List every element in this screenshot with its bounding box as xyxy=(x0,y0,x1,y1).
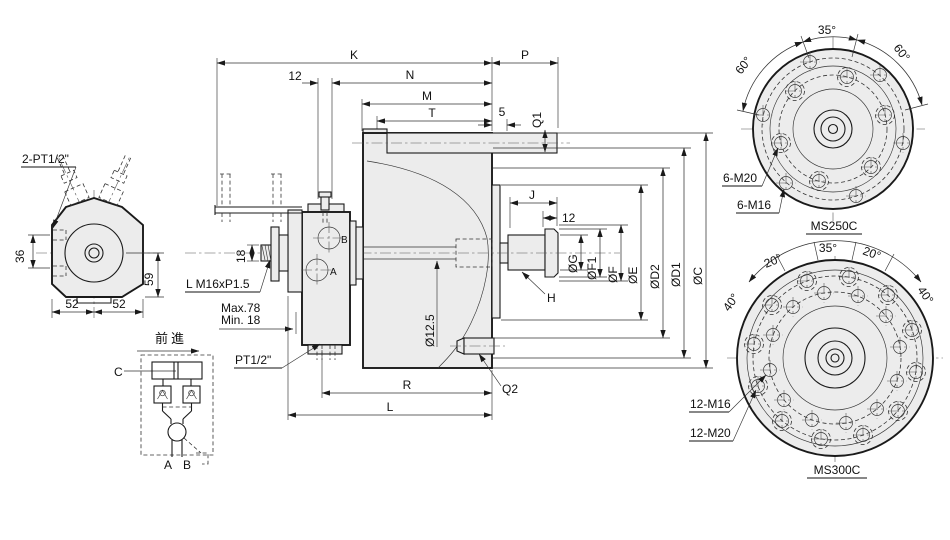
dim-j-label: J xyxy=(529,188,535,202)
dim-r-label: R xyxy=(403,378,412,392)
ms300c-title: MS300C xyxy=(814,463,861,477)
rod-flange-plate xyxy=(287,209,303,293)
ms250c-angle-top: 35° xyxy=(818,23,836,37)
port-a-label: A xyxy=(330,267,337,278)
label-q2: Q2 xyxy=(502,382,518,396)
schematic-boundary xyxy=(140,354,214,456)
stroke-min-label: Min. 18 xyxy=(221,313,261,327)
direction-label: 前進 xyxy=(155,331,187,346)
cylinder-body xyxy=(362,132,493,369)
dim-36-label: 36 xyxy=(13,249,27,263)
torque-arm xyxy=(214,173,302,222)
port-pt-label: PT1/2" xyxy=(235,353,271,367)
port-b-label: B xyxy=(341,235,348,246)
dia-c-label: ØC xyxy=(691,267,705,285)
ms300c-view: 35° 20° 20° 40° 40° 12-M16 12-M20 MS300C xyxy=(689,240,943,479)
hydraulic-schematic: 前進 C A B xyxy=(114,331,214,472)
dia-d2-label: ØD2 xyxy=(648,264,662,289)
port-c-label: C xyxy=(114,365,123,379)
spindle-shaft xyxy=(507,234,546,271)
ms250c-view: 35° 60° 60° 6-M20 6-M16 MS250C xyxy=(722,23,929,235)
cylinder-symbol xyxy=(151,361,203,380)
rotary-joint-symbol xyxy=(167,422,187,442)
dim-18-label: 18 xyxy=(234,249,248,263)
bottom-boss xyxy=(76,297,112,304)
ms250c-m16-label: 6-M16 xyxy=(737,198,771,212)
main-section-view: K P 12 N M T 5 Q1 xyxy=(185,48,713,420)
port-b-label: B xyxy=(183,458,191,472)
ms250c-angle-right: 60° xyxy=(891,41,913,64)
side-holes-hidden xyxy=(53,229,67,277)
dia-f-label: ØF xyxy=(606,266,620,283)
distributor-body xyxy=(301,211,351,346)
port-right-hidden xyxy=(98,155,132,207)
dia-e-label: ØE xyxy=(626,267,640,284)
ms250c-angle-left: 60° xyxy=(732,54,754,77)
dim-12-right-label: 12 xyxy=(562,211,576,225)
ms250c-title: MS250C xyxy=(811,219,858,233)
ms300c-angle-right-20: 20° xyxy=(861,244,883,263)
dim-12-top-label: 12 xyxy=(288,69,302,83)
flange-boss xyxy=(491,184,501,319)
dim-52-right-label: 52 xyxy=(112,297,126,311)
dia-g-label: ØG xyxy=(566,254,580,273)
dim-l-label: L xyxy=(387,400,394,414)
dia-bore-label: Ø12.5 xyxy=(423,314,437,347)
port-a-symbol xyxy=(301,254,333,286)
ms250c-m20-label: 6-M20 xyxy=(723,171,757,185)
q2-plug xyxy=(450,337,505,355)
ms300c-angle-right-40: 40° xyxy=(915,284,937,307)
dim-p-label: P xyxy=(521,48,529,62)
ms300c-angle-top: 35° xyxy=(819,241,837,255)
check-valve-right xyxy=(182,385,201,404)
ms300c-m16-label: 12-M16 xyxy=(690,397,731,411)
dim-q1-label: Q1 xyxy=(530,112,544,128)
housing-outline xyxy=(51,197,144,298)
dia-f1-label: ØF1 xyxy=(585,256,599,280)
dia-d1-label: ØD1 xyxy=(669,262,683,287)
label-h: H xyxy=(547,291,556,305)
port-2pt-label: 2-PT1/2" xyxy=(22,152,69,166)
stroke-max-label: Max.78 xyxy=(221,301,261,315)
ms300c-angle-left-20: 20° xyxy=(762,251,784,271)
dim-59-label: 59 xyxy=(142,272,156,286)
ms300c-m20-label: 12-M20 xyxy=(690,426,731,440)
dim-52-left-label: 52 xyxy=(65,297,79,311)
left-end-view: 36 59 52 52 2-PT1/2" xyxy=(13,152,164,318)
thread-callout-label: L M16xP1.5 xyxy=(186,277,250,291)
check-valve-left xyxy=(153,385,172,404)
port-b-symbol xyxy=(313,222,345,254)
ms300c-angle-left-40: 40° xyxy=(720,291,742,314)
dim-5-label: 5 xyxy=(499,105,506,119)
dim-k-label: K xyxy=(350,48,358,62)
port-a-label: A xyxy=(164,458,172,472)
dim-t-label: T xyxy=(428,106,436,120)
top-stud xyxy=(320,195,330,211)
dim-m-label: M xyxy=(422,89,432,103)
dim-n-label: N xyxy=(406,68,415,82)
